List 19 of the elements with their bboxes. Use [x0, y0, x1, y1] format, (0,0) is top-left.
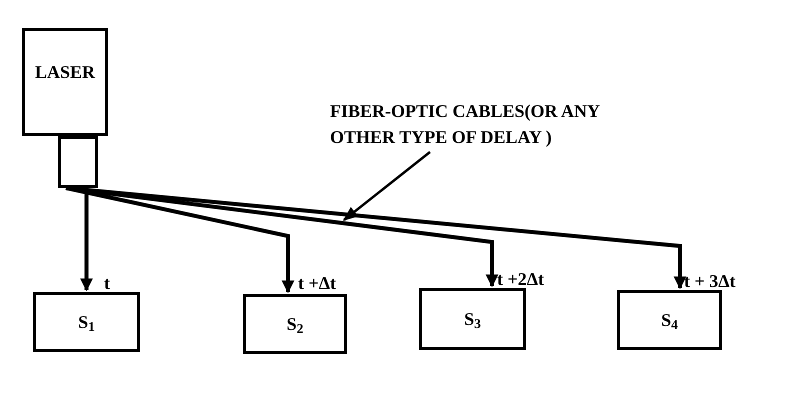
delay-label: t + 3Δt: [684, 270, 736, 293]
delay-label: t: [104, 272, 110, 295]
box-label: S$_{4}$: [661, 308, 678, 334]
cable-arrow: [66, 186, 686, 290]
sensor-box: [243, 294, 347, 354]
sensor-box: [617, 290, 722, 350]
laser-box: [22, 28, 108, 136]
box-label: S$_{3}$: [464, 308, 481, 332]
delay-label: t +Δt: [298, 272, 336, 295]
output-port-box: [58, 136, 98, 188]
sensor-box: [419, 288, 526, 350]
delay-label: t +2Δt: [497, 268, 544, 291]
box-label: S$_{2}$: [286, 312, 304, 338]
sensor-box: [33, 292, 140, 352]
box-label: S$_{1}$: [78, 310, 95, 336]
cable-note: FIBER-OPTIC CABLES(OR ANY OTHER TYPE OF DELAY ): [330, 100, 601, 149]
box-label: LASER: [34, 61, 96, 84]
cable-arrow: [66, 186, 294, 294]
leader-arrow: [342, 151, 431, 221]
